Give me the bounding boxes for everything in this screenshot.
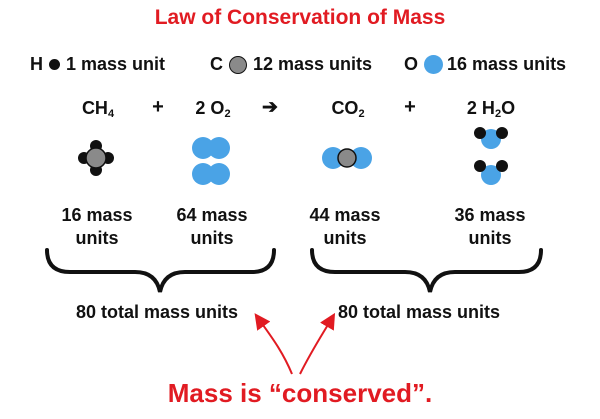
product-1-formula: CO2 — [331, 98, 365, 120]
carbon-symbol: C — [210, 54, 223, 74]
reactants-total: 80 total mass units — [76, 302, 239, 322]
reactants-brace — [45, 248, 276, 293]
oxygen-mass-label: 16 mass units — [447, 54, 567, 74]
right-conservation-arrow — [299, 312, 336, 375]
oxygen-symbol: O — [404, 54, 419, 74]
hydrogen-symbol: H — [30, 54, 43, 74]
legend-carbon: C 12 mass units — [210, 54, 372, 75]
plus-sign-2: + — [404, 96, 416, 118]
conclusion-text: Mass is “conserved”. — [167, 378, 433, 408]
oxygen-molecules-icon — [192, 137, 230, 185]
left-conservation-arrow — [254, 313, 293, 375]
water-molecules-icon — [474, 127, 508, 185]
oxygen-atom-icon — [424, 55, 444, 74]
legend-oxygen: O 16 mass units — [404, 54, 566, 75]
reactant-2-formula: 2 O2 — [195, 98, 231, 120]
products-total: 80 total mass units — [338, 302, 501, 322]
carbon-dioxide-molecule-icon — [322, 147, 372, 169]
hydrogen-mass-label: 1 mass unit — [66, 54, 166, 74]
plus-sign-1: + — [152, 96, 164, 118]
products-brace — [310, 248, 543, 293]
methane-molecule-icon — [78, 140, 114, 176]
reaction-arrow-icon: ➔ — [262, 97, 278, 118]
carbon-atom-icon — [229, 55, 247, 74]
hydrogen-atom-icon — [49, 59, 60, 70]
carbon-mass-label: 12 mass units — [253, 54, 373, 74]
page-title: Law of Conservation of Mass — [154, 6, 446, 29]
product-2-formula: 2 H2O — [466, 98, 516, 120]
legend-hydrogen: H 1 mass unit — [30, 54, 165, 75]
reactant-1-formula: CH4 — [81, 98, 115, 120]
